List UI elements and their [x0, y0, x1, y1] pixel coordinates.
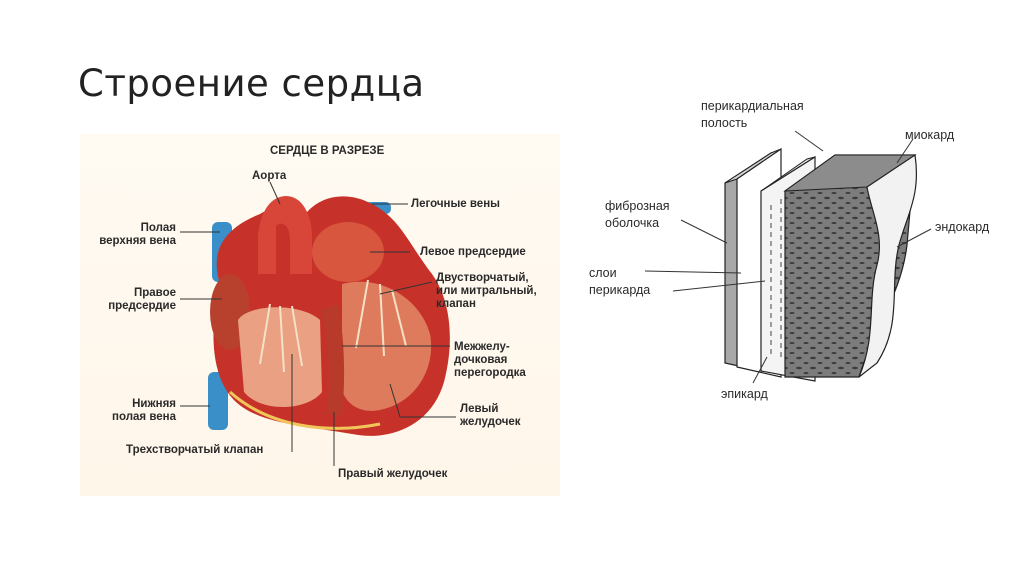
heart-wall-layers-diagram: перикардиальная полость миокард фиброзна… — [585, 95, 1005, 425]
epicardium-dashes — [770, 199, 782, 361]
heart-drawing — [180, 181, 456, 466]
label-pulmonary-veins: Легочные вены — [411, 198, 500, 210]
heart-section-illustration: СЕРДЦЕ В РАЗРЕЗЕ — [80, 134, 560, 496]
heart-section-heading: СЕРДЦЕ В РАЗРЕЗЕ — [270, 145, 385, 157]
label-pericardium-layers: слои перикарда — [589, 266, 651, 297]
label-inferior-vena-cava: Нижняя полая вена — [112, 398, 176, 423]
label-epicardium: эпикард — [721, 387, 768, 401]
left-atrium-shape — [312, 222, 384, 282]
right-ventricle-cavity — [238, 307, 322, 407]
endocardium-slab — [858, 153, 918, 378]
label-right-ventricle: Правый желудочек — [338, 468, 448, 480]
label-left-ventricle: Левый желудочек — [460, 403, 521, 428]
label-right-atrium: Правое предсердие — [108, 287, 176, 312]
heart-leader-lines — [180, 181, 456, 466]
aorta-shape — [258, 196, 312, 274]
mitral-cords — [355, 279, 407, 357]
slide-title: Строение сердца — [78, 62, 425, 105]
septum-shape — [320, 304, 345, 416]
inferior-vena-cava-shape — [208, 372, 228, 430]
label-superior-vena-cava: Полая верхняя вена — [99, 222, 176, 247]
label-myocardium: миокард — [905, 128, 955, 142]
label-endocardium: эндокард — [935, 220, 990, 234]
epicardial-fat-line — [228, 390, 381, 430]
label-pericardial-cavity: перикардиальная полость — [701, 99, 804, 130]
label-left-atrium: Левое предсердие — [420, 246, 526, 258]
label-septum: Межжелу- дочковая перегородка — [454, 341, 526, 379]
tricuspid-cords — [259, 303, 303, 373]
label-mitral-valve: Двустворчатый, или митральный, клапан — [436, 272, 537, 310]
layers-drawing — [644, 130, 932, 384]
layers-leader-lines — [644, 130, 932, 384]
label-tricuspid-valve: Трехстворчатый клапан — [126, 444, 264, 456]
label-fibrous-sheath: фиброзная оболочка — [605, 199, 670, 230]
label-aorta: Аорта — [252, 170, 287, 182]
